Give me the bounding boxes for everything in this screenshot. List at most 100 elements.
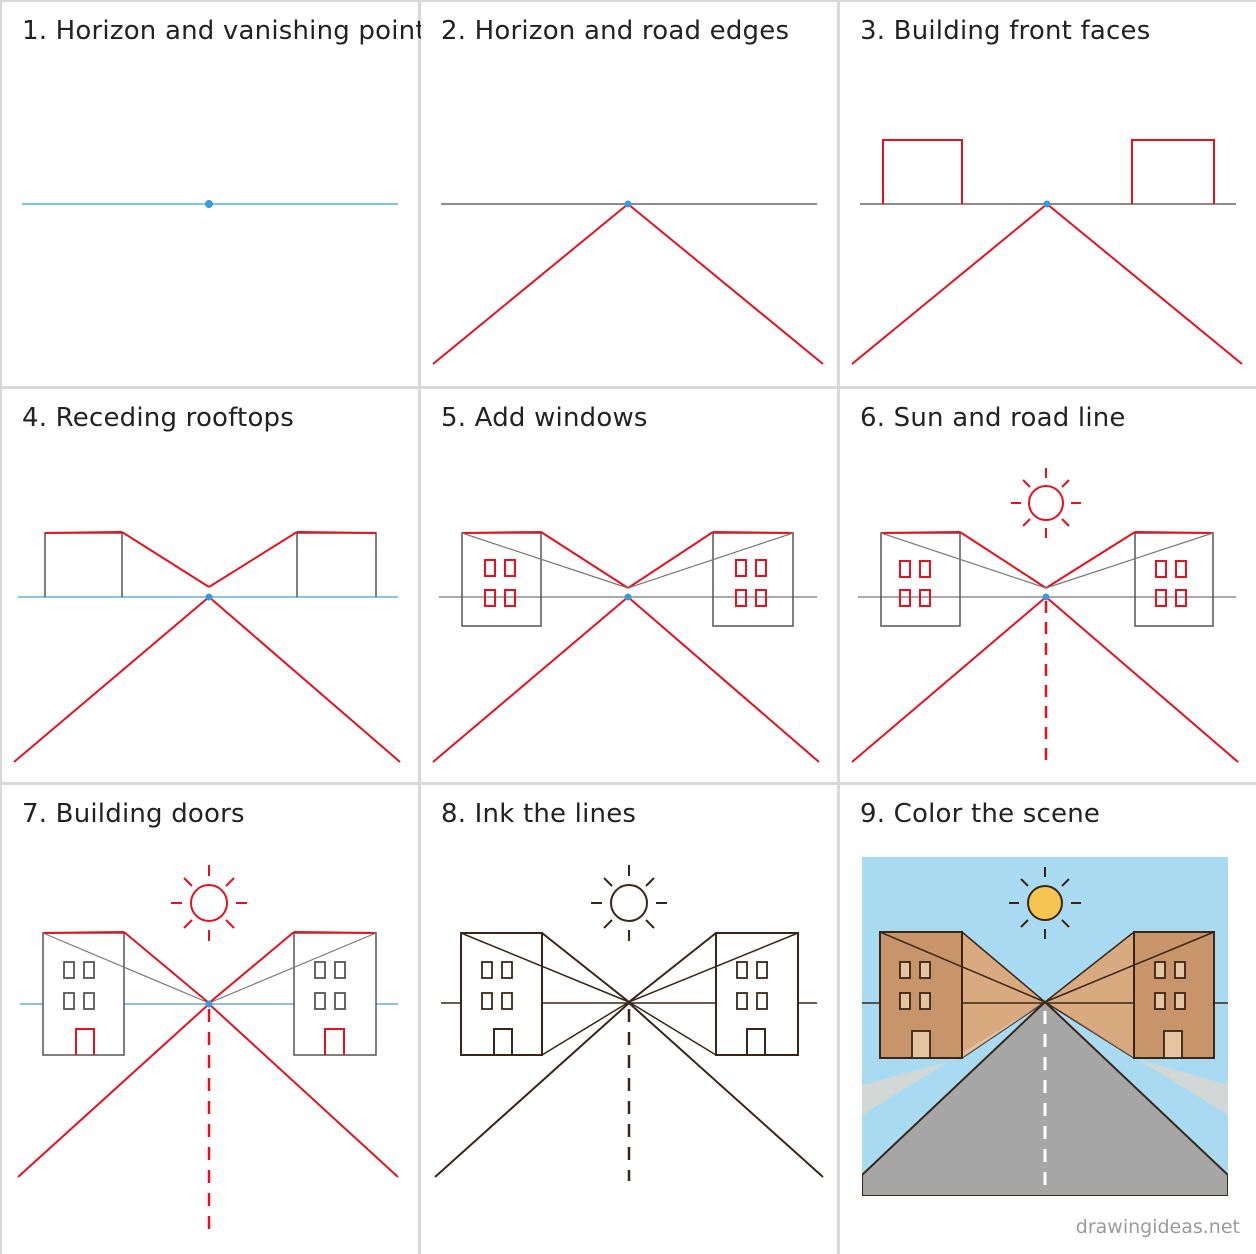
left-receding-base (541, 1001, 630, 1056)
right-receding-roof-2 (628, 932, 799, 1003)
right-roof-top (712, 531, 794, 534)
step-2-title: 2. Horizon and road edges (441, 16, 790, 46)
step-5-drawing (432, 531, 820, 763)
right-receding-roof (208, 531, 298, 588)
left-door (75, 1028, 95, 1055)
step-8-drawing (434, 865, 824, 1181)
road (862, 1000, 1228, 1196)
ink-drawing (434, 932, 824, 1181)
step-7-drawing (17, 865, 399, 1233)
vanishing-point (624, 200, 632, 208)
left-building (461, 532, 542, 627)
step-3-title: 3. Building front faces (860, 16, 1151, 46)
sun-icon (1011, 468, 1081, 538)
step-9-drawing (862, 857, 1228, 1196)
left-windows (63, 961, 95, 1010)
road-edge-left (432, 596, 629, 763)
step-6-title: 6. Sun and road line (860, 403, 1126, 433)
left-windows (481, 961, 513, 1010)
road-edge-right (1045, 596, 1239, 763)
vanishing-point (205, 1000, 213, 1008)
step-9-panel: 9. Color the scene (840, 785, 1256, 1254)
left-receding-roof (959, 531, 1047, 589)
left-building-front (882, 139, 963, 204)
right-windows (314, 961, 346, 1010)
step-3-drawing (851, 139, 1243, 365)
right-building (1134, 532, 1214, 627)
right-receding-roof (628, 932, 717, 1003)
right-receding-roof (627, 531, 714, 589)
road-edge-left (13, 596, 210, 763)
step-6-drawing (851, 468, 1239, 763)
step-9-title: 9. Color the scene (860, 799, 1101, 829)
road-edge-right (1046, 203, 1243, 365)
right-door (746, 1028, 766, 1055)
right-receding-roof (1045, 531, 1136, 589)
watermark: drawingideas.net (1075, 1216, 1240, 1238)
left-receding-roof (121, 531, 210, 588)
right-receding-roof-2 (1044, 931, 1215, 1003)
sun-icon (1009, 867, 1081, 939)
right-roof-top (296, 531, 377, 534)
left-windows (899, 961, 931, 1010)
step-8-title: 8. Ink the lines (441, 799, 637, 829)
left-building-front (44, 532, 123, 597)
road-edge-left (17, 1003, 210, 1178)
step-1-panel: 1. Horizon and vanishing point (2, 2, 426, 386)
left-roof-top (880, 531, 961, 534)
colored-scene (862, 857, 1228, 1196)
left-receding-roof-2 (879, 931, 1046, 1003)
step-2-panel: 2. Horizon and road edges (421, 2, 837, 386)
road-edge-right (208, 596, 401, 763)
road-edge-left (851, 203, 1048, 365)
road-edge-left (432, 203, 629, 365)
vanishing-point (1042, 593, 1050, 601)
road-edge-left (851, 596, 1047, 763)
left-roof-top (44, 531, 123, 534)
vanishing-point (205, 200, 213, 208)
right-building-front (296, 532, 377, 597)
left-receding-roof-2 (461, 532, 629, 589)
step-2-drawing (432, 200, 824, 365)
left-receding-roof-2 (42, 932, 210, 1004)
step-8-panel: 8. Ink the lines (421, 785, 837, 1254)
step-7-title: 7. Building doors (22, 799, 245, 829)
right-receding-roof-2 (627, 532, 794, 589)
road-edge-right (627, 596, 820, 763)
left-building (880, 532, 961, 627)
right-receding-roof (208, 931, 295, 1004)
step-1-drawing (22, 200, 398, 208)
road-edge-right (208, 1003, 399, 1178)
right-building-front (1131, 139, 1215, 204)
step-4-panel: 4. Receding rooftops (2, 389, 418, 782)
right-receding-roof-2 (208, 932, 377, 1004)
right-door (324, 1028, 345, 1055)
step-4-drawing (13, 531, 401, 763)
step-5-panel: 5. Add windows (421, 389, 837, 782)
step-6-panel: 6. Sun and road line (840, 389, 1256, 782)
sun-icon (591, 865, 667, 941)
road-edge-right (627, 203, 824, 365)
vanishing-point (1043, 200, 1051, 208)
right-windows (1154, 961, 1186, 1010)
right-roof-top (1134, 531, 1214, 534)
left-receding-roof-2 (460, 932, 630, 1003)
right-door (1163, 1030, 1183, 1059)
left-door (493, 1028, 513, 1055)
left-roof-top (461, 531, 542, 534)
left-windows (484, 559, 516, 607)
road-edge-left (434, 1002, 630, 1178)
left-roof-top (42, 931, 125, 934)
vanishing-point (624, 593, 632, 601)
left-receding-roof-2 (880, 532, 1047, 589)
step-7-panel: 7. Building doors (2, 785, 418, 1254)
step-5-title: 5. Add windows (441, 403, 648, 433)
left-receding-roof (540, 531, 629, 589)
left-windows (899, 560, 931, 607)
sun-icon (171, 865, 247, 941)
left-door (911, 1030, 931, 1059)
right-receding-roof-2 (1045, 532, 1214, 589)
left-receding-roof (541, 932, 630, 1003)
step-4-title: 4. Receding rooftops (22, 403, 295, 433)
